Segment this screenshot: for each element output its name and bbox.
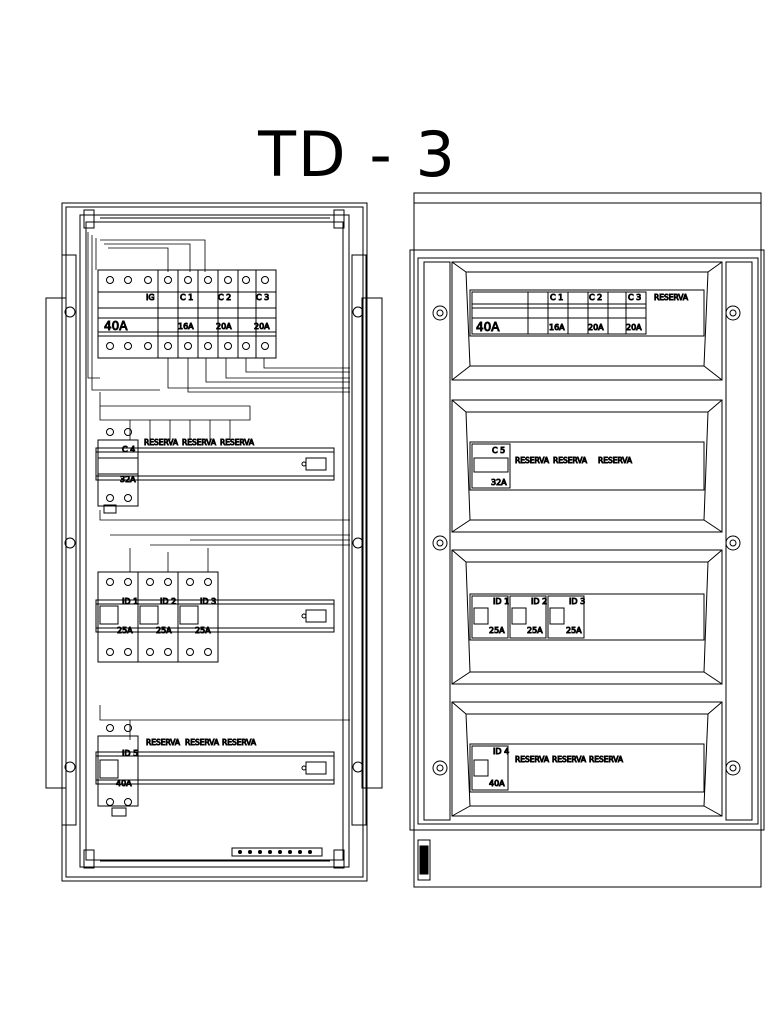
front-circuit-3-rating: 20A	[626, 323, 642, 332]
front-c5-label: C 5	[492, 446, 505, 455]
front-row2-reserve-1: RESERVA	[515, 456, 550, 465]
front-row2-reserve-2: RESERVA	[553, 456, 588, 465]
interior-main-label: IG	[146, 293, 155, 302]
interior-view: IG 40A C 1 C 2 C 3 16A 20A 20A C 4 32A R…	[45, 202, 383, 882]
front-circuit-3-label: C 3	[628, 293, 641, 302]
interior-id2-rating: 25A	[156, 626, 172, 635]
front-id1-rating: 25A	[489, 626, 505, 635]
interior-circuit-2-rating: 20A	[216, 322, 232, 331]
interior-row1: IG 40A C 1 C 2 C 3 16A 20A 20A	[97, 269, 277, 359]
interior-circuit-3-rating: 20A	[254, 322, 270, 331]
front-row4-reserve-1: RESERVA	[515, 755, 550, 764]
front-circuit-1-rating: 16A	[549, 323, 565, 332]
interior-id5-rating: 40A	[116, 779, 132, 788]
interior-row4-reserve-2: RESERVA	[185, 738, 220, 747]
diagram-title: TD - 3	[258, 118, 457, 191]
interior-row3: ID 1 ID 2 ID 3 25A 25A 25A	[95, 571, 335, 663]
front-window-2: C 5 32A RESERVA RESERVA RESERVA	[451, 399, 723, 533]
front-id1-label: ID 1	[493, 597, 509, 606]
front-id4-label: ID 4	[493, 747, 509, 756]
interior-row4-reserve-1: RESERVA	[146, 738, 181, 747]
interior-row2-reserve-3: RESERVA	[220, 438, 255, 447]
interior-id1-label: ID 1	[122, 597, 138, 606]
interior-row2-reserve-1: RESERVA	[144, 438, 179, 447]
front-circuit-1-label: C 1	[550, 293, 563, 302]
front-row2-reserve-3: RESERVA	[598, 456, 633, 465]
interior-main-rating: 40A	[104, 319, 128, 333]
front-id4-rating: 40A	[489, 779, 505, 788]
interior-id3-label: ID 3	[200, 597, 216, 606]
front-window-4: ID 4 40A RESERVA RESERVA RESERVA	[451, 701, 723, 817]
front-circuit-2-label: C 2	[589, 293, 602, 302]
front-row1-reserve: RESERVA	[654, 293, 689, 302]
brand-logo	[419, 845, 429, 875]
front-row4-reserve-2: RESERVA	[552, 755, 587, 764]
interior-circuit-3-label: C 3	[256, 293, 269, 302]
interior-row2-reserve-2: RESERVA	[182, 438, 217, 447]
interior-id1-rating: 25A	[117, 626, 133, 635]
front-id3-label: ID 3	[569, 597, 585, 606]
front-id2-label: ID 2	[531, 597, 547, 606]
interior-id5-label: ID 5	[122, 749, 138, 758]
front-c5-rating: 32A	[491, 478, 507, 487]
interior-circuit-1-label: C 1	[180, 293, 193, 302]
interior-row2: C 4 32A RESERVA RESERVA RESERVA	[95, 428, 335, 514]
front-view: 40A C 1 C 2 C 3 16A 20A 20A RESERVA C 5 …	[409, 192, 765, 888]
front-main-rating: 40A	[476, 320, 500, 334]
front-window-3: ID 1 ID 2 ID 3 25A 25A 25A	[451, 549, 723, 685]
interior-row4: ID 5 40A RESERVA RESERVA RESERVA	[95, 724, 335, 817]
interior-id3-rating: 25A	[195, 626, 211, 635]
interior-c4-label: C 4	[122, 445, 135, 454]
front-id3-rating: 25A	[566, 626, 582, 635]
front-row4-reserve-3: RESERVA	[589, 755, 624, 764]
front-window-1: 40A C 1 C 2 C 3 16A 20A 20A RESERVA	[451, 261, 723, 381]
interior-row4-reserve-3: RESERVA	[222, 738, 257, 747]
front-circuit-2-rating: 20A	[588, 323, 604, 332]
interior-circuit-2-label: C 2	[218, 293, 231, 302]
interior-circuit-1-rating: 16A	[178, 322, 194, 331]
front-id2-rating: 25A	[527, 626, 543, 635]
interior-id2-label: ID 2	[160, 597, 176, 606]
interior-c4-rating: 32A	[120, 475, 136, 484]
